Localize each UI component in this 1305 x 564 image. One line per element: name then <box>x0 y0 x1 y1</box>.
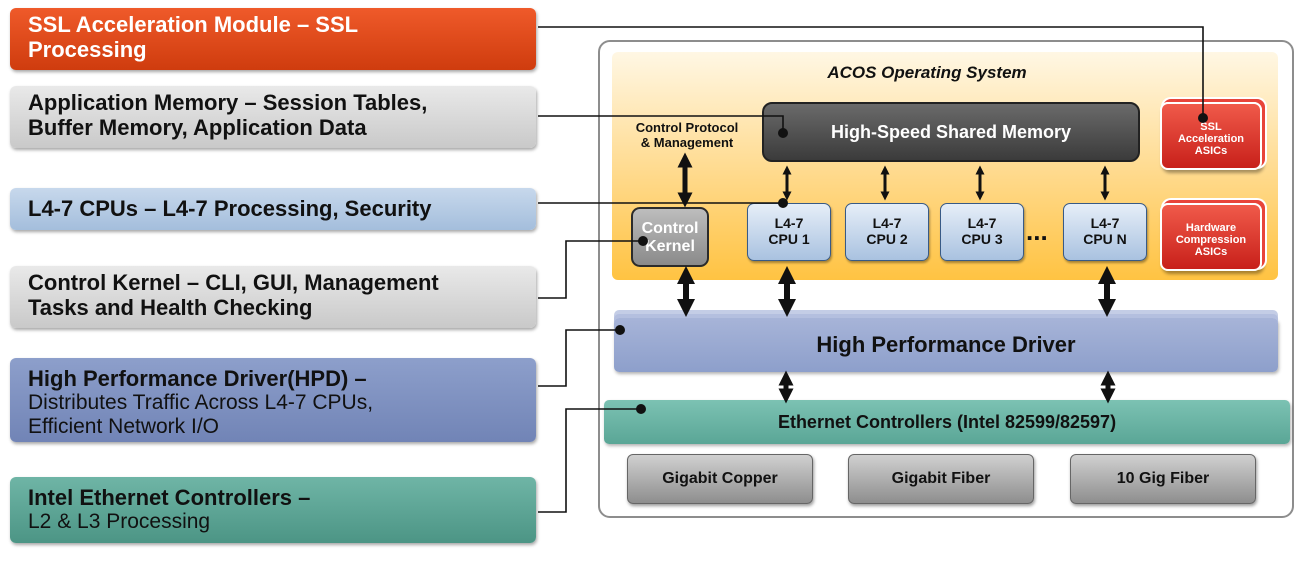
ethernet-desc: L2 & L3 Processing <box>28 510 211 533</box>
ssl-module-title-2: Processing <box>28 37 147 62</box>
cpu-2-line-1: L4-7 <box>872 215 902 231</box>
hpd-title: High Performance Driver(HPD) – <box>28 366 367 391</box>
acos-title: ACOS Operating System <box>827 63 1027 82</box>
cpu-ellipsis: ... <box>1026 216 1048 246</box>
hw-asics-line-2: Compression <box>1175 234 1247 246</box>
port-gigabit-fiber: Gigabit Fiber <box>848 454 1034 504</box>
control-kernel-block: Control Kernel <box>631 207 709 267</box>
control-kernel-title: Control Kernel – CLI, GUI, Management <box>28 270 439 295</box>
control-kernel-label: Control Kernel – CLI, GUI, Management Ta… <box>10 266 536 328</box>
hw-asics-line-1: Hardware <box>1185 222 1237 234</box>
cpu-block-1: L4-7 CPU 1 <box>747 203 831 261</box>
cpus-title: L4-7 CPUs – L4-7 Processing, Security <box>28 196 432 221</box>
control-kernel-line-1: Control <box>641 220 699 237</box>
hw-asics-line-3: ASICs <box>1194 246 1228 258</box>
cpu-block-2: L4-7 CPU 2 <box>845 203 929 261</box>
cpu-3-line-1: L4-7 <box>967 215 997 231</box>
control-protocol-label: Control Protocol & Management <box>612 120 762 150</box>
cpu-1-line-1: L4-7 <box>774 215 804 231</box>
application-memory-title: Application Memory – Session Tables, <box>28 90 428 115</box>
cpu-1-line-2: CPU 1 <box>768 231 810 247</box>
hw-compression-asics-block: Hardware Compression ASICs <box>1160 203 1262 271</box>
cpu-block-n: L4-7 CPU N <box>1063 203 1147 261</box>
cpu-block-3: L4-7 CPU 3 <box>940 203 1024 261</box>
cpu-n-line-1: L4-7 <box>1090 215 1120 231</box>
hpd-desc-1: Distributes Traffic Across L4-7 CPUs, <box>28 391 374 414</box>
ssl-module-title: SSL Acceleration Module – SSL <box>28 12 359 37</box>
application-memory-title-2: Buffer Memory, Application Data <box>28 115 367 140</box>
ethernet-block: Ethernet Controllers (Intel 82599/82597) <box>604 400 1290 444</box>
control-kernel-title-2: Tasks and Health Checking <box>28 295 313 320</box>
ssl-asics-line-1: SSL <box>1200 121 1222 133</box>
ethernet-label: Intel Ethernet Controllers – L2 & L3 Pro… <box>10 477 536 543</box>
cpu-3-line-2: CPU 3 <box>961 231 1003 247</box>
ssl-asics-block: SSL Acceleration ASICs <box>1160 102 1262 170</box>
control-protocol-line-1: Control Protocol <box>635 120 739 135</box>
shared-memory-block: High-Speed Shared Memory <box>762 102 1140 162</box>
ssl-module-label: SSL Acceleration Module – SSL Processing <box>10 8 536 70</box>
application-memory-label: Application Memory – Session Tables, Buf… <box>10 86 536 148</box>
cpus-label: L4-7 CPUs – L4-7 Processing, Security <box>10 188 536 230</box>
ssl-asics-line-2: Acceleration <box>1177 133 1245 145</box>
port-10-gig-fiber: 10 Gig Fiber <box>1070 454 1256 504</box>
cpu-2-line-2: CPU 2 <box>866 231 908 247</box>
cpu-n-line-2: CPU N <box>1083 231 1127 247</box>
control-protocol-line-2: & Management <box>640 135 734 150</box>
ethernet-title: Intel Ethernet Controllers – <box>28 485 311 510</box>
control-kernel-line-2: Kernel <box>645 238 695 255</box>
hpd-desc-2: Efficient Network I/O <box>28 415 220 438</box>
port-gigabit-copper: Gigabit Copper <box>627 454 813 504</box>
hpd-block: High Performance Driver <box>614 318 1278 372</box>
ssl-asics-line-3: ASICs <box>1194 145 1228 157</box>
hpd-label: High Performance Driver(HPD) – Distribut… <box>10 358 536 442</box>
